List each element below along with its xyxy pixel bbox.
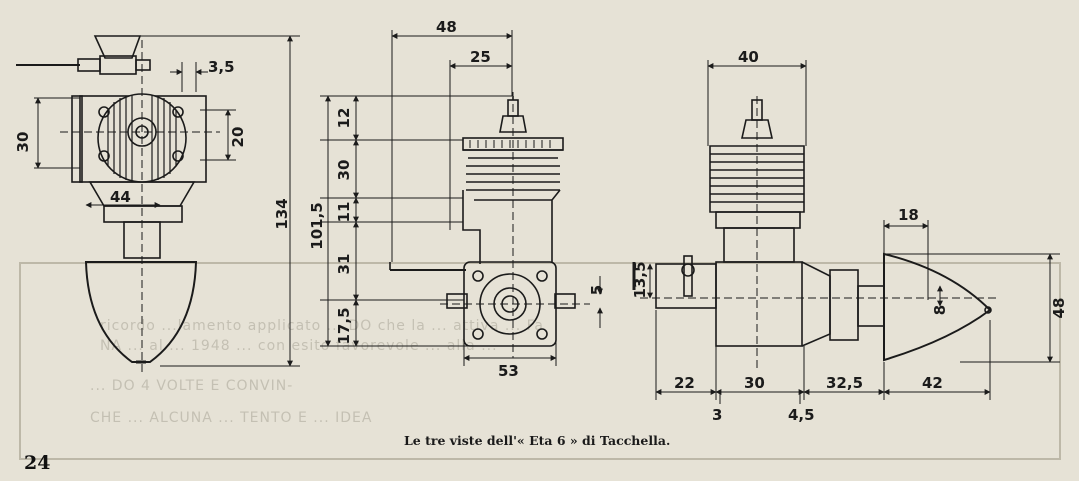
dim-rear-8: 8 xyxy=(931,305,949,315)
show-through-text: CHE ... ALCUNA ... TENTO E ... IDEA xyxy=(90,410,373,426)
dim-side-53: 53 xyxy=(498,362,519,380)
dim-front-30: 30 xyxy=(14,132,32,153)
dim-rear-3: 3 xyxy=(712,406,722,424)
dim-rear-4-5: 4,5 xyxy=(788,406,815,424)
dim-side-101-5: 101,5 xyxy=(308,202,326,249)
dim-front-3-5: 3,5 xyxy=(208,58,235,76)
dim-front-44: 44 xyxy=(110,188,131,206)
dim-rear-18: 18 xyxy=(898,206,919,224)
dim-side-17-5: 17,5 xyxy=(335,307,353,344)
dim-side-12: 12 xyxy=(335,108,353,129)
dim-rear-13-5: 13,5 xyxy=(631,261,649,298)
dim-side-31: 31 xyxy=(335,254,353,275)
dim-rear-48: 48 xyxy=(1050,298,1068,319)
dim-front-134: 134 xyxy=(273,198,291,229)
dim-rear-42: 42 xyxy=(922,374,943,392)
dim-side-30: 30 xyxy=(335,160,353,181)
rear-view xyxy=(632,96,1000,372)
dim-rear-22: 22 xyxy=(674,374,695,392)
background-frame xyxy=(19,262,1061,460)
dim-side-48: 48 xyxy=(436,18,457,36)
show-through-text: NA ... al ... 1948 ... con esito favorev… xyxy=(100,338,498,354)
dim-rear-32-5: 32,5 xyxy=(826,374,863,392)
side-view xyxy=(389,92,590,358)
front-view xyxy=(16,35,220,372)
dim-side-25: 25 xyxy=(470,48,491,66)
dim-side-5: 5 xyxy=(588,285,606,295)
dim-side-11: 11 xyxy=(335,202,353,223)
dim-rear-30: 30 xyxy=(744,374,765,392)
show-through-text: ... DO 4 VOLTE E CONVIN- xyxy=(90,378,294,394)
figure-caption: Le tre viste dell'« Eta 6 » di Tacchella… xyxy=(404,433,671,448)
show-through-text: ricordo ...lamento applicato ... DO che … xyxy=(100,318,544,334)
dim-rear-40: 40 xyxy=(738,48,759,66)
dim-front-20: 20 xyxy=(229,127,247,148)
page-number: 24 xyxy=(24,452,51,474)
